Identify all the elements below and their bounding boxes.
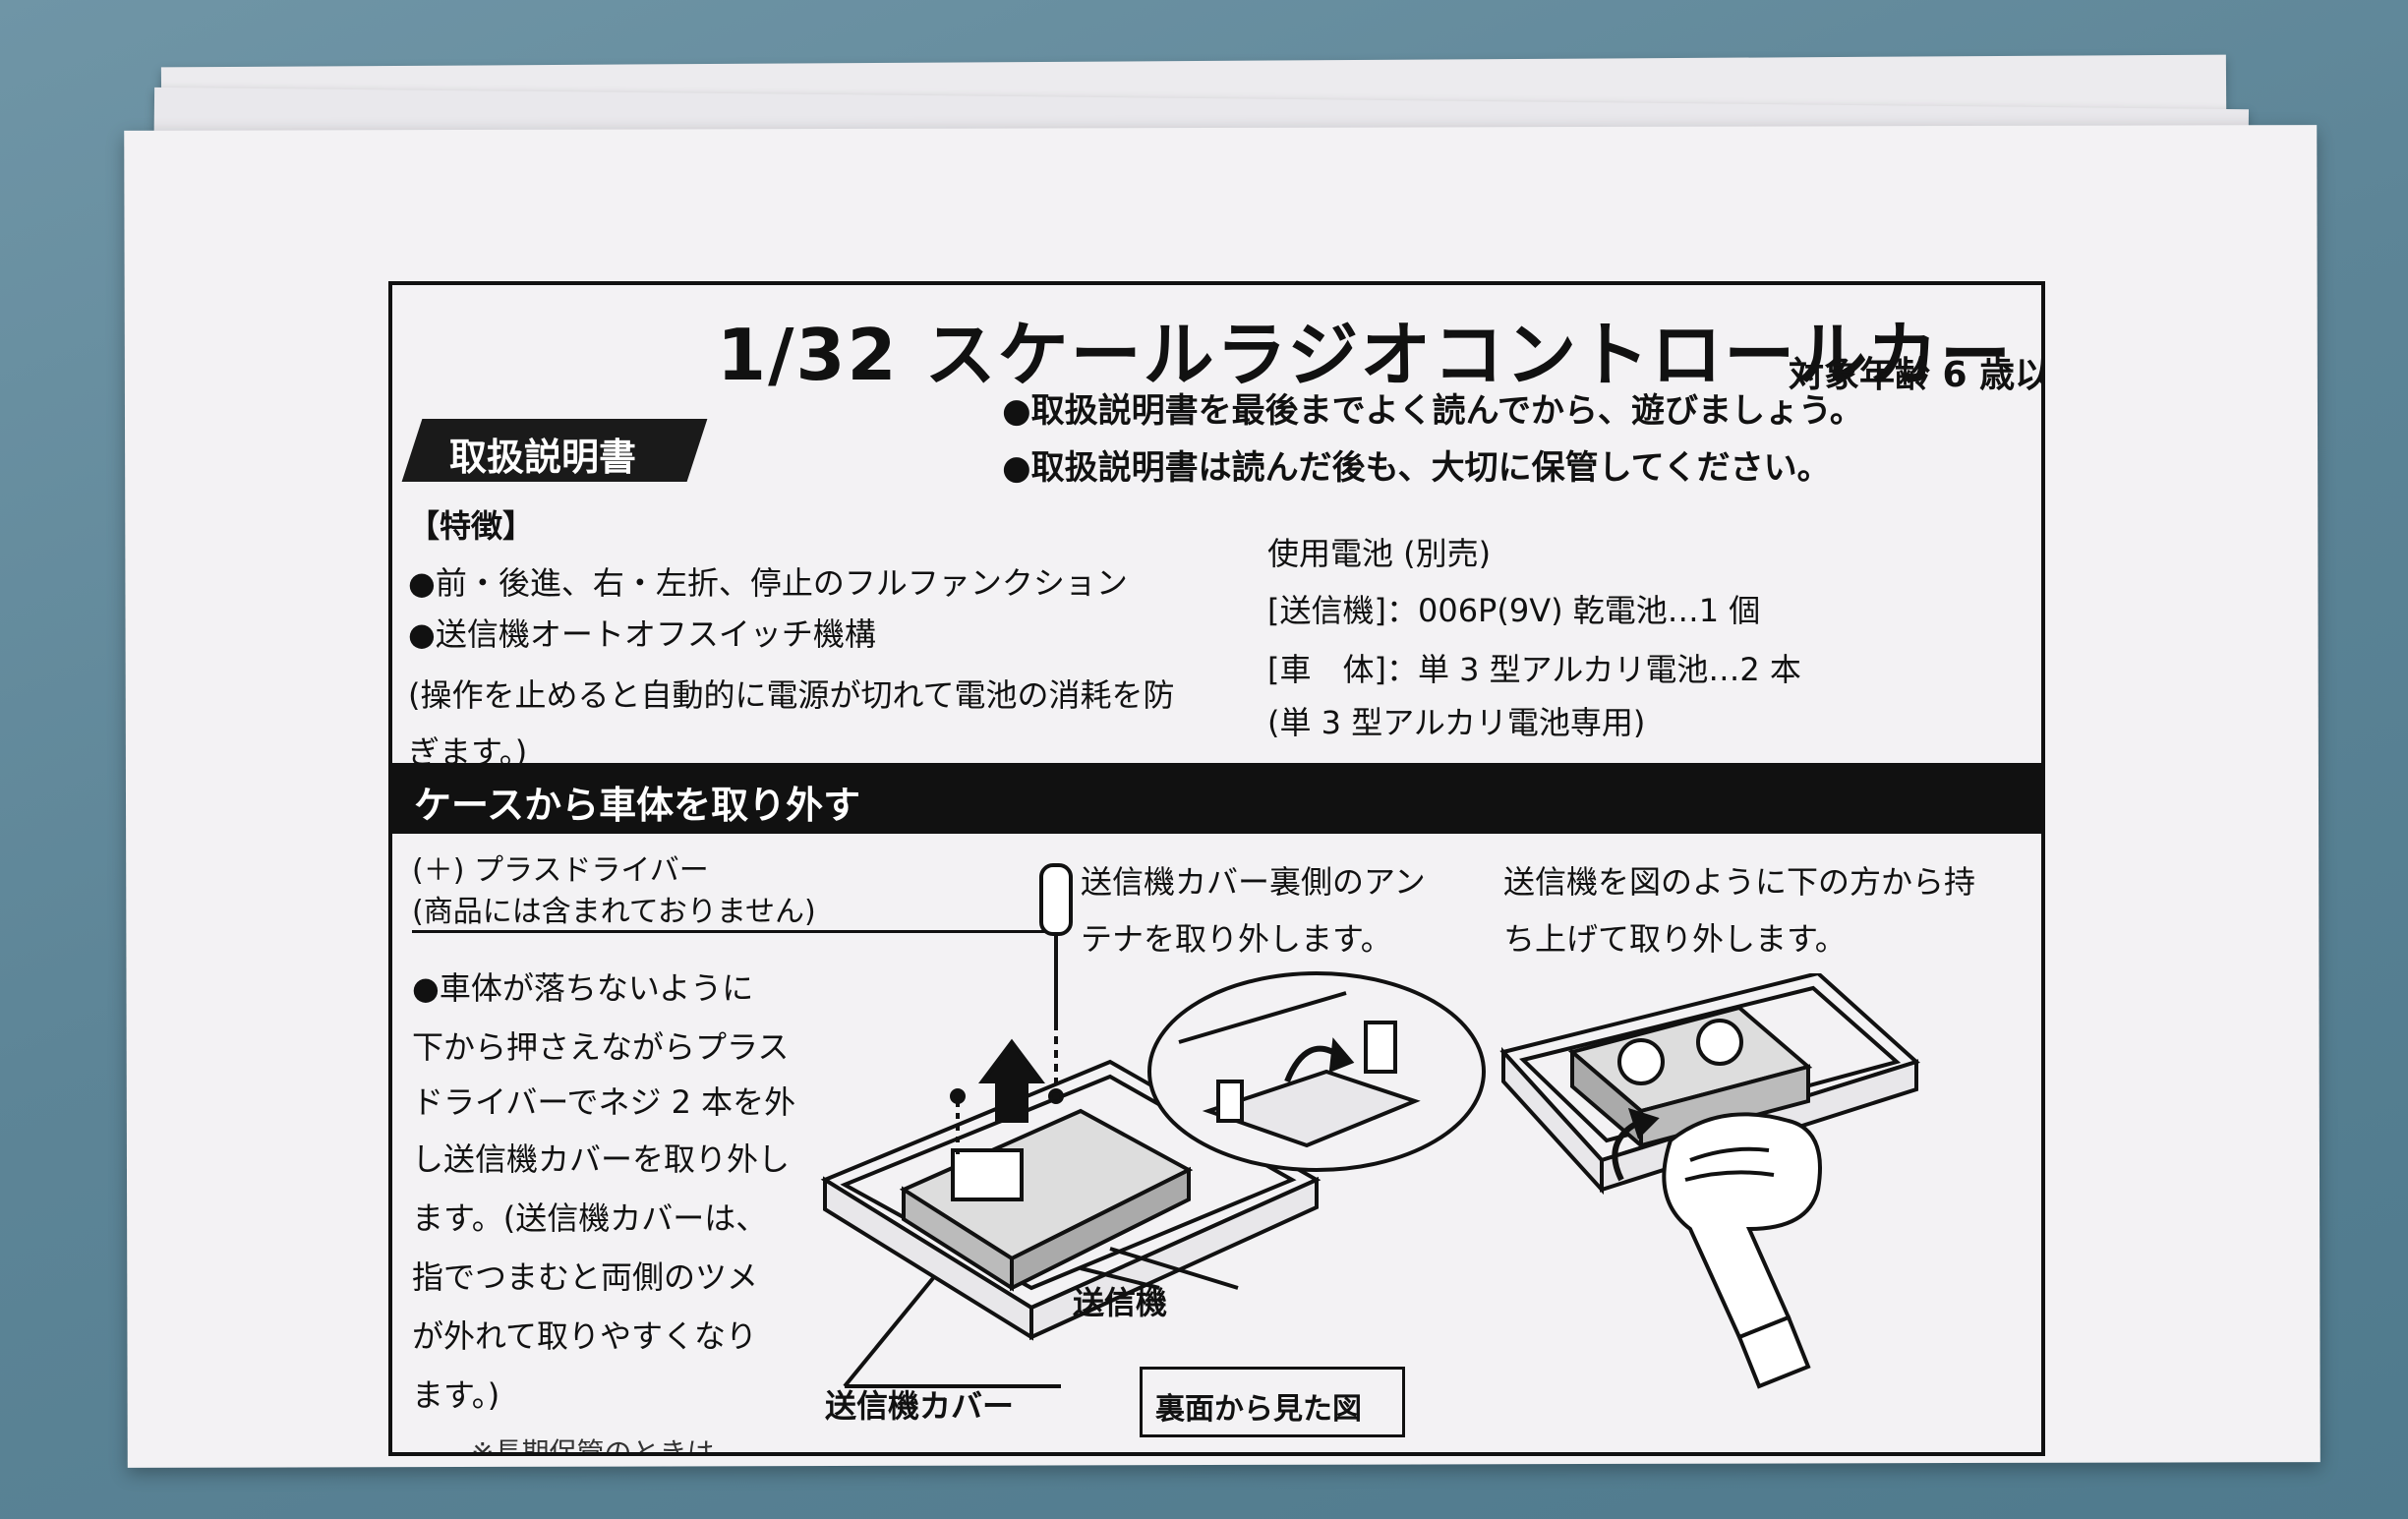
- step1-line: ●車体が落ちないように: [412, 969, 754, 1007]
- battery-transmitter: [送信機]：006P(9V) 乾電池…1 個: [1267, 592, 1761, 629]
- step1-line: が外れて取りやすくなり: [412, 1317, 758, 1355]
- battery-heading: 使用電池 (別売): [1267, 535, 1492, 572]
- feature-item: ●前・後進、右・左折、停止のフルファンクション: [408, 564, 1128, 602]
- notice-keep-manual: ●取扱説明書は読んだ後も、大切に保管してください。: [1002, 448, 1831, 488]
- age-target: 対象年齢 6 歳以上: [1789, 355, 2041, 395]
- driver-note-sub: (商品には含まれておりません): [412, 895, 816, 929]
- back-view-box: [1140, 1367, 1405, 1437]
- back-view-label: 裏面から見た図: [1155, 1392, 1362, 1427]
- manual-frame: 1/32 スケールラジオコントロールカー 対象年齢 6 歳以上 取扱説明書 ●取…: [388, 281, 2045, 1456]
- step1-line: ます。(送信機カバーは、: [412, 1199, 768, 1237]
- banner-label: 取扱説明書: [449, 436, 637, 479]
- step1-line: ます。): [412, 1376, 500, 1414]
- page-title: 1/32 スケールラジオコントロールカー: [717, 314, 2014, 396]
- divider: [412, 930, 1051, 933]
- lift-transmitter-illustration: [1499, 973, 1920, 1389]
- manual-banner: 取扱説明書: [401, 419, 708, 482]
- driver-note: (＋) プラスドライバー: [412, 853, 709, 888]
- section-bar: [392, 763, 2041, 834]
- step1-line: ドライバーでネジ 2 本を外: [412, 1083, 796, 1121]
- section-title: ケースから車体を取り外す: [414, 784, 861, 827]
- feature-item: (操作を止めると自動的に電源が切れて電池の消耗を防: [408, 676, 1175, 714]
- battery-car-body: [車 体]：単 3 型アルカリ電池…2 本: [1267, 651, 1801, 688]
- battery-note: (単 3 型アルカリ電池専用): [1267, 704, 1646, 741]
- step3-line: 送信機を図のように下の方から持: [1503, 863, 1976, 901]
- antenna-detail-illustration: [1147, 971, 1486, 1172]
- label-transmitter-cover: 送信機カバー: [825, 1387, 1015, 1425]
- feature-item: ●送信機オートオフスイッチ機構: [408, 615, 876, 653]
- step2-line: 送信機カバー裏側のアン: [1081, 863, 1426, 901]
- step1-line: し送信機カバーを取り外し: [412, 1140, 791, 1178]
- label-transmitter: 送信機: [1073, 1284, 1168, 1321]
- step1-line: 下から押さえながらプラス: [412, 1028, 790, 1066]
- features-heading: 【特徴】: [408, 507, 535, 545]
- step1-line: 指でつまむと両側のツメ: [412, 1258, 759, 1296]
- cutoff-text: ※長期保管のときは: [471, 1436, 715, 1456]
- step3-line: ち上げて取り外します。: [1503, 920, 1847, 958]
- notice-read-first: ●取扱説明書を最後までよく読んでから、遊びましょう。: [1002, 391, 1863, 431]
- step2-line: テナを取り外します。: [1081, 920, 1392, 958]
